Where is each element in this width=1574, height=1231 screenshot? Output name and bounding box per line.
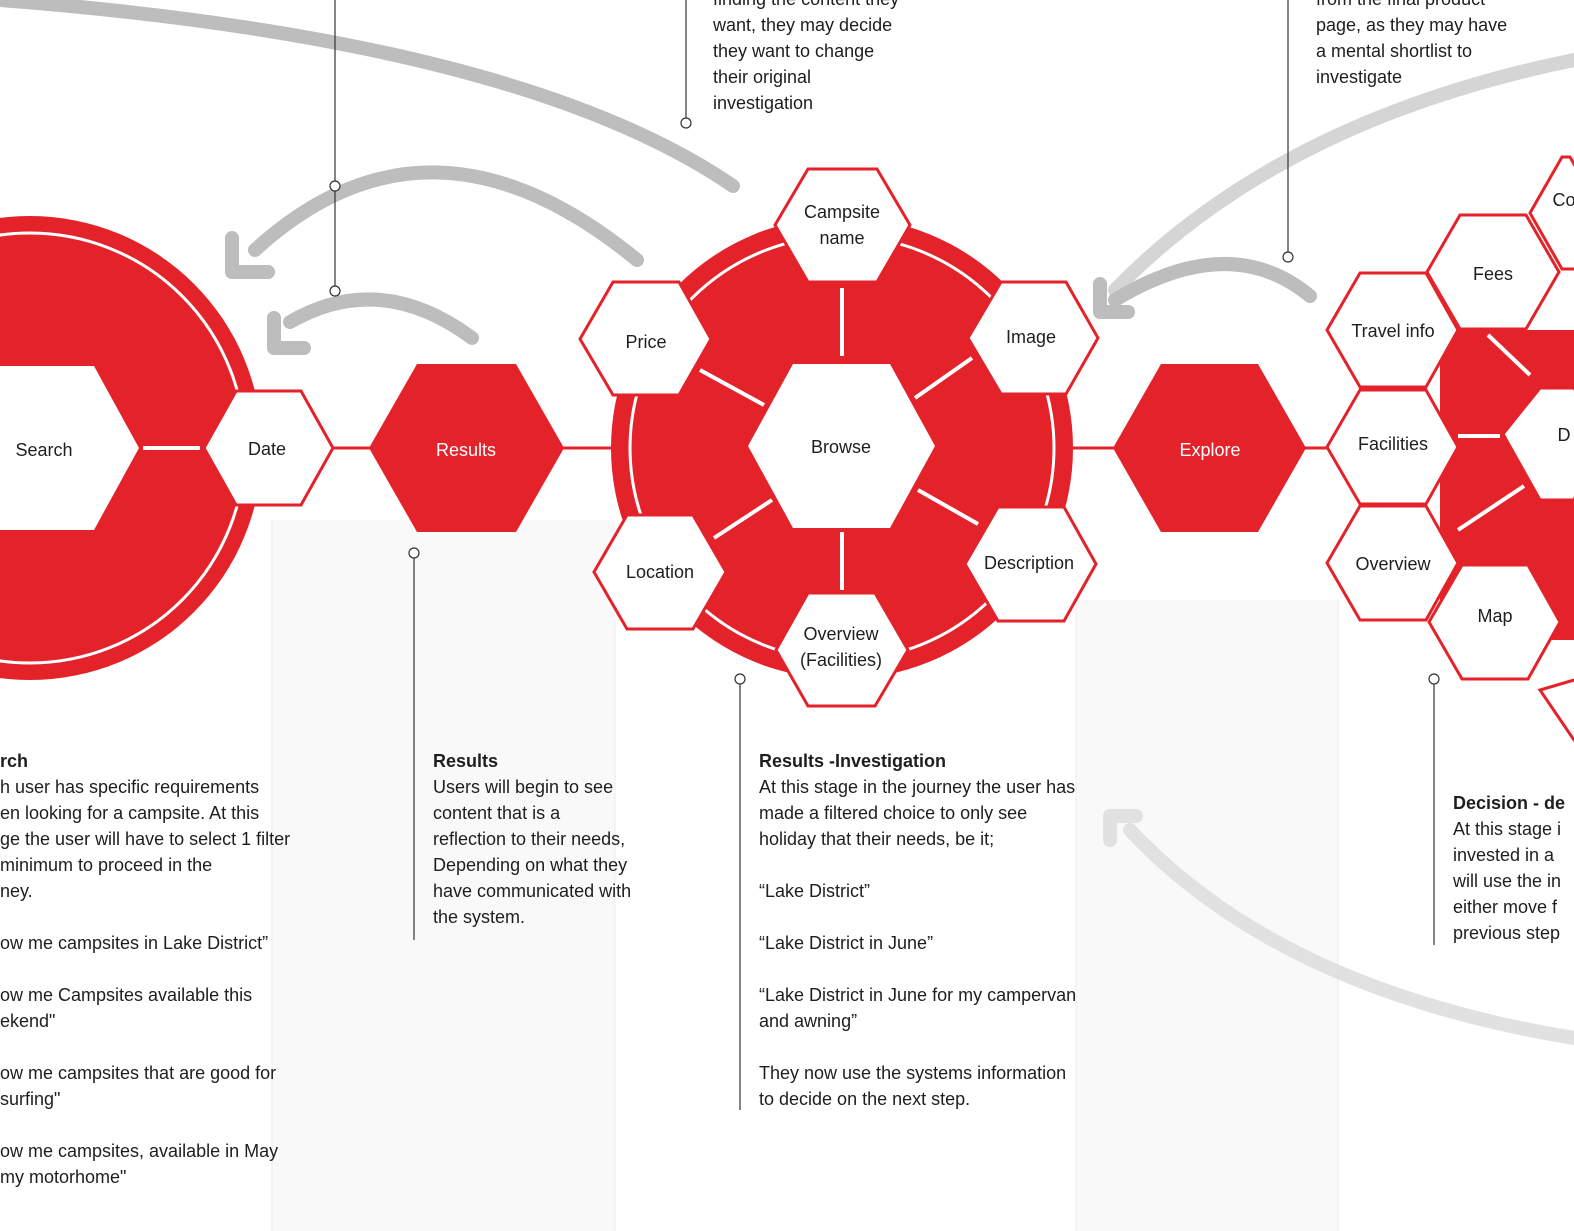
travel-info-hexagon[interactable] [1325, 271, 1460, 389]
note-line: content that is a [433, 803, 561, 823]
note-line: ekend" [0, 1011, 56, 1031]
note-line: their original [713, 67, 812, 87]
feedback-arrows [0, 0, 1574, 1045]
top-note-right: from the final product page, as they may… [1316, 0, 1566, 90]
note-line: they want to change [713, 41, 875, 61]
note-line: ow me campsites, available in May [0, 1141, 279, 1161]
results-hexagon[interactable] [369, 364, 564, 532]
campsite-name-label-line2: name [819, 228, 864, 248]
note-line: h user has specific requirements [0, 777, 260, 797]
facilities-hexagon[interactable] [1325, 388, 1460, 506]
results-note: Results Users will begin to see content … [433, 748, 673, 930]
note-line: finding the content they [713, 0, 953, 12]
note-line: invested in a [1453, 845, 1555, 865]
note-line: the system. [433, 907, 526, 927]
note-line: to decide on the next step. [759, 1089, 971, 1109]
campsite-name-label-line1: Campsite [804, 202, 880, 222]
note-line: investigation [713, 93, 814, 113]
search-label: Search [15, 440, 72, 460]
date-label: Date [248, 439, 286, 459]
browse-label: Browse [811, 437, 871, 457]
note-line: ow me Campsites available this [0, 985, 253, 1005]
note-line: Users will begin to see [433, 777, 614, 797]
explore-hexagon[interactable] [1113, 364, 1306, 532]
note-line: minimum to proceed in the [0, 855, 213, 875]
note-line: holiday that their needs, be it; [759, 829, 995, 849]
note-line: either move f [1453, 897, 1558, 917]
note-line: ge the user will have to select 1 filter [0, 829, 291, 849]
map-hexagon[interactable] [1427, 563, 1562, 681]
investigation-note-heading: Results -Investigation [759, 751, 947, 771]
image-hexagon[interactable] [966, 280, 1100, 396]
location-hexagon[interactable] [592, 513, 728, 631]
partial-hexagon-bottom [1537, 678, 1574, 742]
overview-label: Overview [1355, 554, 1431, 574]
search-hexagon[interactable] [0, 366, 139, 530]
note-line: page, as they may have [1316, 15, 1508, 35]
note-line: “Lake District” [759, 881, 871, 901]
decision-note-heading: Decision - de [1453, 793, 1566, 813]
fees-label: Fees [1473, 264, 1513, 284]
investigation-note: Results -Investigation At this stage in … [759, 748, 1109, 1112]
image-label: Image [1006, 327, 1056, 347]
partial-mid-label: D [1558, 425, 1571, 445]
note-line: have communicated with [433, 881, 632, 901]
location-label: Location [626, 562, 694, 582]
node-labels: Search Date Results Browse Campsite name… [15, 190, 1574, 670]
travel-info-label: Travel info [1351, 321, 1434, 341]
description-label: Description [984, 553, 1074, 573]
note-line: ow me campsites in Lake District” [0, 933, 269, 953]
note-line: a mental shortlist to [1316, 41, 1473, 61]
description-hexagon[interactable] [963, 505, 1098, 623]
overview-facilities-hexagon[interactable] [774, 591, 910, 708]
decision-note: Decision - de At this stage i invested i… [1453, 790, 1574, 946]
partial-top-label: Co [1552, 190, 1574, 210]
results-label: Results [436, 440, 496, 460]
note-line: want, they may decide [713, 15, 893, 35]
partial-hexagon-top[interactable] [1528, 155, 1574, 271]
search-cluster [0, 216, 335, 680]
top-note-middle: finding the content they want, they may … [713, 0, 953, 116]
browse-cluster [578, 167, 1100, 708]
column-bands [271, 520, 1339, 1231]
map-label: Map [1477, 606, 1512, 626]
decision-cluster [1325, 155, 1574, 742]
note-line: ow me campsites that are good for [0, 1063, 277, 1083]
campsite-name-hexagon[interactable] [773, 167, 912, 284]
date-hexagon[interactable] [202, 389, 335, 507]
overview-facilities-label-line2: (Facilities) [800, 650, 882, 670]
note-line: At this stage i [1453, 819, 1562, 839]
note-line: They now use the systems information [759, 1063, 1067, 1083]
partial-hexagon-mid[interactable] [1501, 386, 1574, 502]
note-line: en looking for a campsite. At this [0, 803, 260, 823]
note-line: from the final product [1316, 0, 1566, 12]
leader-lines [329, 0, 1440, 1110]
note-line: previous step [1453, 923, 1561, 943]
note-line: “Lake District in June for my campervan [759, 985, 1077, 1005]
overview-hexagon[interactable] [1325, 504, 1460, 622]
note-line: At this stage in the journey the user ha… [759, 777, 1076, 797]
note-line: and awning” [759, 1011, 858, 1031]
facilities-label: Facilities [1358, 434, 1428, 454]
note-line: investigate [1316, 67, 1403, 87]
price-label: Price [625, 332, 666, 352]
note-line: will use the in [1453, 871, 1562, 891]
results-note-heading: Results [433, 751, 499, 771]
overview-facilities-label-line1: Overview [803, 624, 879, 644]
note-line: ney. [0, 881, 33, 901]
note-line: my motorhome" [0, 1167, 127, 1187]
explore-label: Explore [1179, 440, 1240, 460]
search-note: rch h user has specific requirements en … [0, 748, 310, 1190]
note-line: reflection to their needs, [433, 829, 626, 849]
note-line: made a filtered choice to only see [759, 803, 1028, 823]
note-line: surfing" [0, 1089, 61, 1109]
note-line: “Lake District in June” [759, 933, 934, 953]
search-note-heading: rch [0, 751, 29, 771]
price-hexagon[interactable] [578, 280, 713, 397]
browse-hexagon[interactable] [748, 364, 935, 528]
note-line: Depending on what they [433, 855, 628, 875]
